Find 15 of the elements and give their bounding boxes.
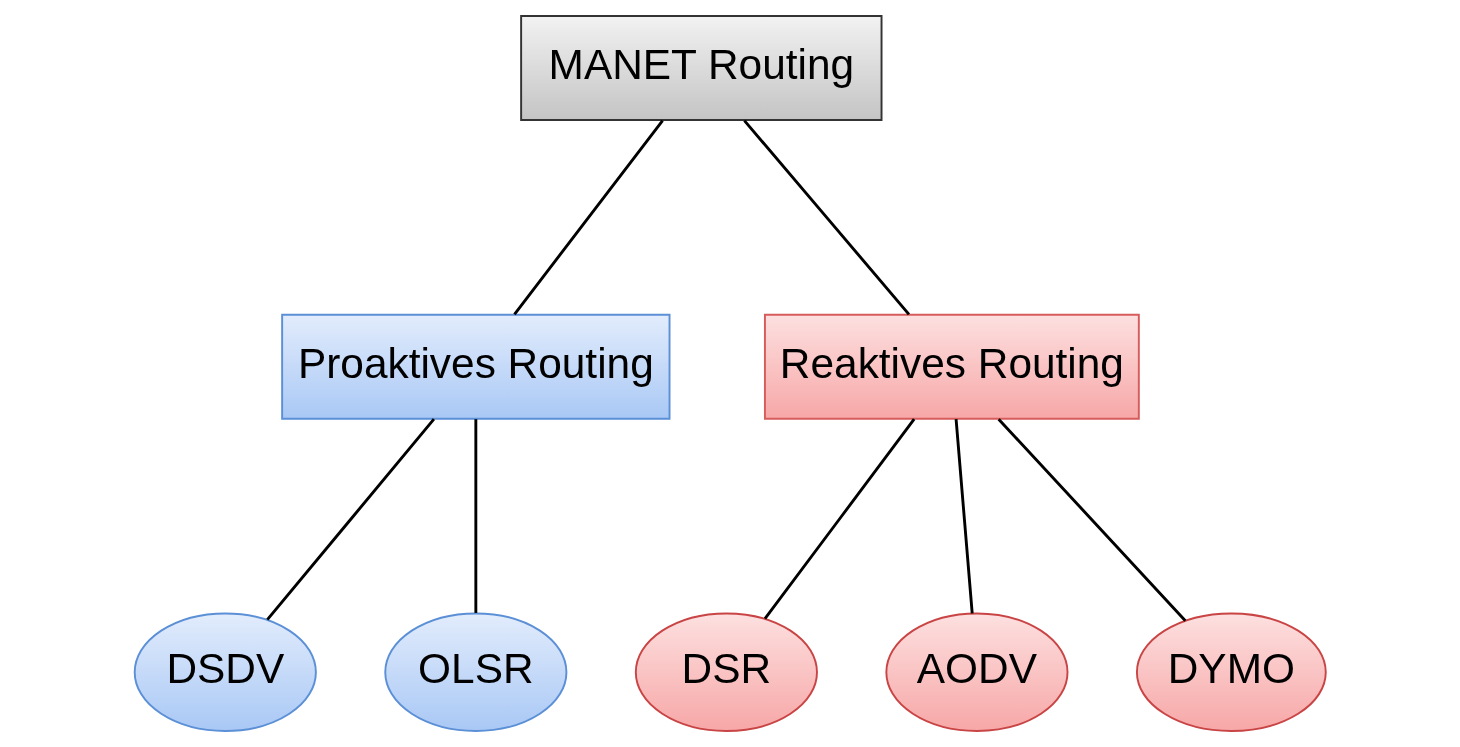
node-ellipse: AODV: [885, 612, 1069, 732]
node-box: Reaktives Routing: [763, 313, 1140, 420]
connector: [997, 418, 1187, 622]
node-ellipse: OLSR: [384, 612, 568, 732]
node-ellipse: DSR: [634, 612, 818, 732]
connector: [266, 418, 435, 621]
connector: [513, 119, 664, 316]
node-ellipse: DSDV: [133, 612, 317, 732]
connector: [474, 419, 478, 613]
connector: [763, 418, 916, 620]
node-box: MANET Routing: [520, 15, 883, 122]
node-ellipse: DYMO: [1135, 612, 1327, 732]
node-box: Proaktives Routing: [281, 313, 671, 420]
connector: [954, 419, 974, 614]
connector: [743, 119, 911, 316]
